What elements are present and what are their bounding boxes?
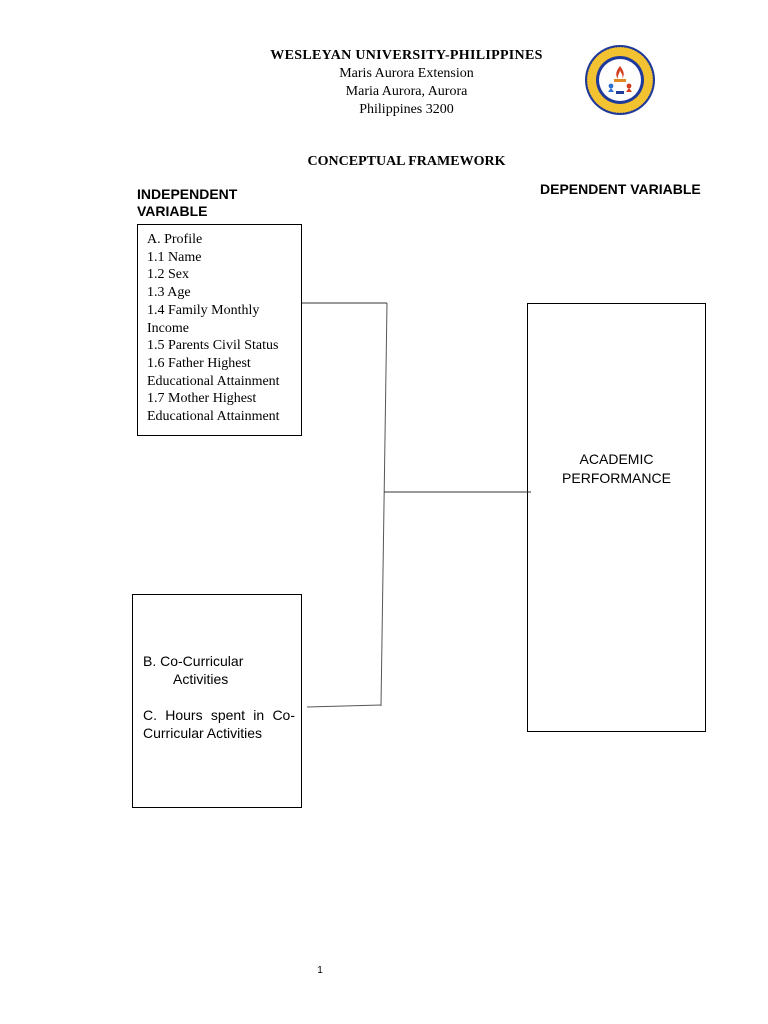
cocurricular-line2: Activities <box>173 670 229 687</box>
profile-line: 1.5 Parents Civil Status <box>147 338 279 354</box>
independent-variable-label: INDEPENDENT VARIABLE <box>137 186 237 220</box>
independent-label-line1: INDEPENDENT <box>137 186 238 202</box>
cocurricular-line1: B. Co-Curricular <box>143 653 244 669</box>
document-header: WESLEYAN UNIVERSITY-PHILIPPINES Maris Au… <box>0 47 768 119</box>
cocurricular-box: B. Co-Curricular Activities C. Hours spe… <box>132 594 302 808</box>
vertical-connector <box>380 302 388 707</box>
cocurricular-connector <box>306 704 382 708</box>
academic-performance-text: ACADEMIC PERFORMANCE <box>528 450 705 488</box>
profile-box: A. Profile 1.1 Name 1.2 Sex 1.3 Age 1.4 … <box>137 224 302 436</box>
independent-label-line2: VARIABLE <box>137 203 208 219</box>
profile-line: 1.1 Name <box>147 249 202 265</box>
country-address: Philippines 3200 <box>359 102 454 117</box>
dependent-variable-label: DEPENDENT VARIABLE <box>540 181 701 197</box>
profile-line: 1.4 Family Monthly <box>147 302 260 318</box>
profile-line: 1.7 Mother Highest <box>147 391 257 407</box>
university-seal-icon <box>585 45 655 115</box>
cocurricular-activities-text: B. Co-Curricular Activities <box>143 653 293 688</box>
profile-line: Educational Attainment <box>147 409 280 425</box>
profile-line: Educational Attainment <box>147 373 280 389</box>
academic-performance-line1: ACADEMIC <box>579 451 654 467</box>
university-name: WESLEYAN UNIVERSITY-PHILIPPINES <box>270 48 543 63</box>
page-title: CONCEPTUAL FRAMEWORK <box>307 154 506 169</box>
extension-name: Maris Aurora Extension <box>339 66 474 81</box>
page-number: 1 <box>317 965 323 976</box>
town-address: Maria Aurora, Aurora <box>345 84 468 99</box>
academic-performance-box: ACADEMIC PERFORMANCE <box>527 303 706 732</box>
hours-spent-text: C. Hours spent in Co-Curricular Activiti… <box>143 707 295 741</box>
profile-line: 1.2 Sex <box>147 267 189 283</box>
profile-line: 1.6 Father Highest <box>147 355 251 371</box>
academic-performance-line2: PERFORMANCE <box>562 470 671 486</box>
profile-line: 1.3 Age <box>147 285 191 301</box>
profile-line: A. Profile <box>147 232 203 247</box>
profile-line: Income <box>147 320 189 336</box>
